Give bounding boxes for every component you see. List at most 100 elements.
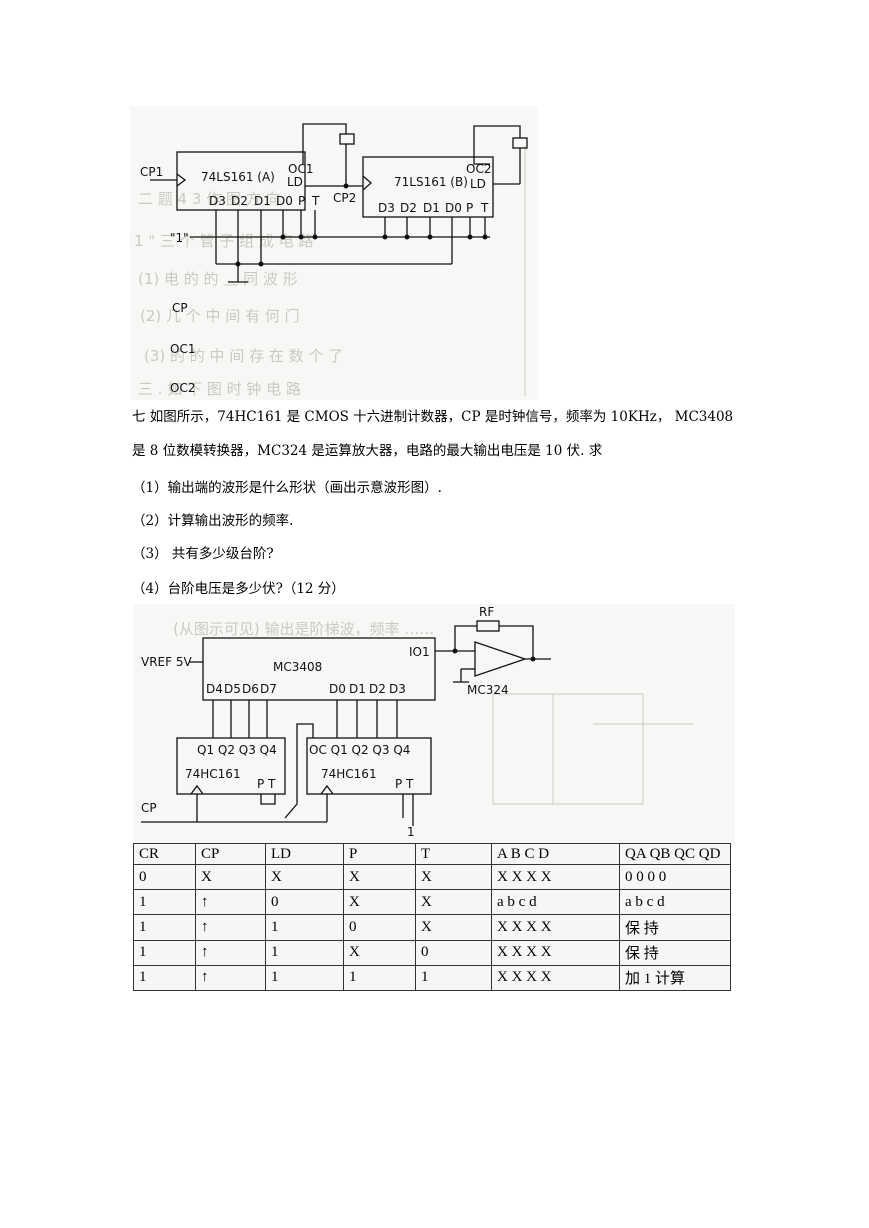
- dac-pin-d1: D1: [349, 682, 366, 696]
- chip-a-label: 74LS161 (A): [201, 170, 275, 184]
- truth-table: CR CP LD P T A B C D QA QB QC QD 0 X X X…: [133, 842, 731, 992]
- chip-b-pin-d3: D3: [378, 201, 395, 215]
- dac-pin-d7: D7: [260, 682, 277, 696]
- header-p: P: [343, 842, 416, 866]
- ld-a-label: LD: [287, 175, 303, 189]
- table-cell: ↑: [195, 889, 266, 916]
- waveform-label-cp: CP: [172, 301, 188, 315]
- chip-b-pin-p: P: [466, 201, 473, 215]
- table-cell: 0: [415, 939, 492, 966]
- question-item-4: （4）台阶电压是多少伏?（12 分）: [132, 581, 345, 597]
- table-cell: 1: [133, 914, 196, 941]
- table-cell: X: [343, 864, 416, 891]
- left-counter-pins: Q1 Q2 Q3 Q4: [197, 743, 277, 757]
- table-row: 0 X X X X X X X X 0 0 0 0: [133, 864, 731, 891]
- table-cell: X: [415, 864, 492, 891]
- svg-text:三 . 如 下 图 时 钟 电 路: 三 . 如 下 图 时 钟 电 路: [138, 380, 301, 398]
- cp-label: CP: [141, 801, 157, 815]
- right-counter-pt: P T: [395, 777, 414, 791]
- table-cell: 1: [415, 964, 492, 992]
- header-t: T: [415, 842, 492, 866]
- opamp-label: MC324: [467, 683, 509, 697]
- table-cell: 0 0 0 0: [619, 864, 731, 891]
- dac-pin-d5: D5: [224, 682, 241, 696]
- svg-text:二 题 4 3 作 图 方 向: 二 题 4 3 作 图 方 向: [138, 190, 280, 208]
- table-cell: X X X X: [491, 864, 620, 891]
- header-abcd: A B C D: [491, 842, 620, 866]
- question-line-2: 是 8 位数模转换器，MC324 是运算放大器，电路的最大输出电压是 10 伏.…: [132, 443, 603, 459]
- table-cell: 保 持: [619, 939, 731, 966]
- header-ld: LD: [265, 842, 344, 866]
- table-cell: 1: [265, 939, 344, 966]
- table-cell: X: [415, 914, 492, 941]
- cp1-label: CP1: [140, 165, 163, 179]
- rf-label: RF: [479, 605, 494, 619]
- svg-text:(1) 电 的 的 ﹏ 同 波 形: (1) 电 的 的 ﹏ 同 波 形: [138, 270, 298, 288]
- header-cr: CR: [133, 842, 196, 866]
- table-cell: 1: [133, 964, 196, 992]
- svg-text:(从图示可见) 输出是阶梯波，频率 ……: (从图示可见) 输出是阶梯波，频率 ……: [173, 620, 434, 638]
- ld-b-label: LD: [470, 177, 486, 191]
- table-cell: a b c d: [491, 889, 620, 916]
- chip-b-pin-d0: D0: [445, 201, 462, 215]
- svg-text:(3) 的 的 中 间 存 在 数 个 了: (3) 的 的 中 间 存 在 数 个 了: [144, 347, 343, 365]
- chip-b-label: 71LS161 (B): [394, 175, 468, 189]
- chip-a-pin-t: T: [311, 194, 320, 208]
- question-item-1: （1）输出端的波形是什么形状（画出示意波形图）.: [132, 480, 442, 496]
- table-row: 1 ↑ 1 0 X X X X X 保 持: [133, 914, 731, 941]
- left-counter-pt: P T: [257, 777, 276, 791]
- dac-pin-d4: D4: [206, 682, 223, 696]
- chip-a-pin-d3: D3: [209, 194, 226, 208]
- table-cell: 1: [133, 939, 196, 966]
- table-cell: X X X X: [491, 914, 620, 941]
- header-q: QA QB QC QD: [619, 842, 731, 866]
- counter-cascade-diagram: 二 题 4 3 作 图 方 向 1 " 三 个 管 子 组 成 电 路 (1) …: [130, 106, 538, 400]
- table-cell: 1: [265, 964, 344, 992]
- chip-a-pin-d2: D2: [231, 194, 248, 208]
- table-row: 1 ↑ 0 X X a b c d a b c d: [133, 889, 731, 916]
- chip-b-pin-d1: D1: [423, 201, 440, 215]
- table-cell: X: [415, 889, 492, 916]
- svg-text:(2) 几 个 中 间 有 何 门: (2) 几 个 中 间 有 何 门: [140, 307, 300, 325]
- header-cp: CP: [195, 842, 266, 866]
- table-row: 1 ↑ 1 1 1 X X X X 加 1 计算: [133, 964, 731, 992]
- waveform-label-oc2: OC2: [170, 381, 195, 395]
- table-cell: 加 1 计算: [619, 964, 731, 992]
- io1-label: IO1: [409, 645, 430, 659]
- dac-circuit-diagram: (从图示可见) 输出是阶梯波，频率 …… MC3408 VREF 5V IO1 …: [133, 604, 735, 844]
- table-cell: X: [195, 864, 266, 891]
- table-row: 1 ↑ 1 X 0 X X X X 保 持: [133, 939, 731, 966]
- table-cell: a b c d: [619, 889, 731, 916]
- table-cell: 1: [265, 914, 344, 941]
- table-cell: X X X X: [491, 964, 620, 992]
- table-cell: 1: [343, 964, 416, 992]
- oc1-pin-label: OC1: [288, 162, 313, 176]
- table-cell: 0: [265, 889, 344, 916]
- one-input-label: "1": [170, 231, 189, 245]
- table-header-row: CR CP LD P T A B C D QA QB QC QD: [133, 842, 731, 866]
- chip-b-pin-t: T: [480, 201, 489, 215]
- question-line-1: 七 如图所示，74HC161 是 CMOS 十六进制计数器，CP 是时钟信号，频…: [132, 409, 734, 425]
- question-item-3: （3） 共有多少级台阶?: [132, 546, 274, 562]
- dac-pin-d2: D2: [369, 682, 386, 696]
- table-cell: 0: [343, 914, 416, 941]
- table-cell: ↑: [195, 964, 266, 992]
- table-cell: X: [343, 889, 416, 916]
- table-cell: X: [265, 864, 344, 891]
- left-counter-label: 74HC161: [185, 767, 241, 781]
- oc2-pin-label: OC2: [466, 162, 491, 176]
- chip-a-pin-p: P: [298, 194, 305, 208]
- dac-pin-d6: D6: [242, 682, 259, 696]
- chip-a-pin-d1: D1: [254, 194, 271, 208]
- dac-pin-d0: D0: [329, 682, 346, 696]
- table-cell: ↑: [195, 914, 266, 941]
- svg-text:1 " 三 个 管 子 组 成 电 路: 1 " 三 个 管 子 组 成 电 路: [134, 232, 313, 250]
- dac-pin-d3: D3: [389, 682, 406, 696]
- table-cell: 0: [133, 864, 196, 891]
- table-cell: 1: [133, 889, 196, 916]
- one-label: 1: [407, 825, 415, 839]
- cp2-label: CP2: [333, 191, 356, 205]
- chip-a-pin-d0: D0: [276, 194, 293, 208]
- table-cell: X: [343, 939, 416, 966]
- table-cell: 保 持: [619, 914, 731, 941]
